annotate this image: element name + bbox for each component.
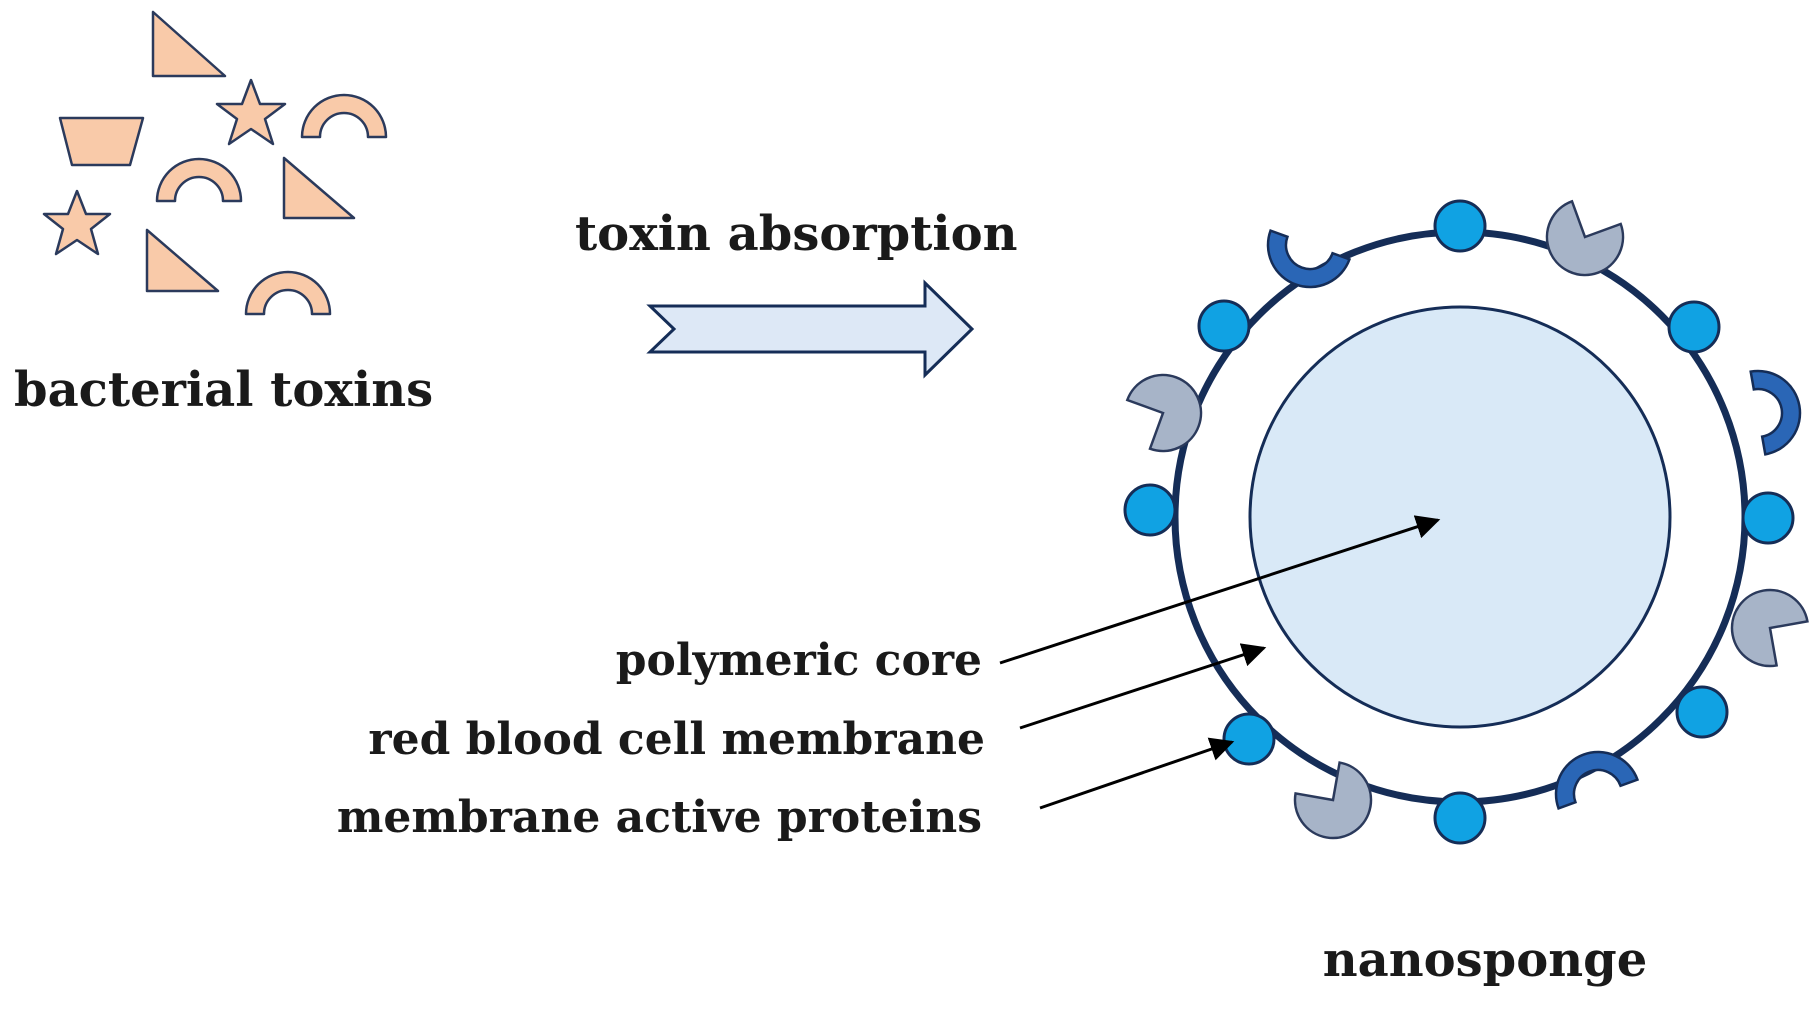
protein-pacman-icon [1125,373,1203,453]
protein-cup-icon [1266,229,1352,289]
polymeric-core-pointer [999,515,1441,665]
protein-circle-icon [1433,791,1487,845]
toxin-absorption-arrow-icon [646,279,975,379]
polymeric-core-label: polymeric core [616,635,982,686]
protein-circle-icon [1222,712,1276,766]
polymeric-core [1248,305,1672,729]
toxin-triangle-icon [145,228,220,293]
red-blood-cell-membrane-pointer [1019,643,1267,730]
red-blood-cell-membrane-label: red blood cell membrane [368,714,985,765]
protein-cup-icon [1554,750,1640,810]
protein-pacman-icon [1545,199,1625,277]
toxin-triangle-icon [282,156,356,220]
protein-circle-icon [1741,491,1795,545]
protein-circle-icon [1197,299,1251,353]
nanosponge-particle [1171,228,1749,806]
toxin-arc-icon [300,93,388,139]
toxin-absorption-label: toxin absorption [575,206,1018,262]
toxin-triangle-icon [151,10,227,78]
protein-pacman-icon [1730,588,1809,668]
membrane-active-proteins-pointer [1039,737,1235,810]
bacterial-toxins-label: bacterial toxins [14,362,433,418]
protein-pacman-icon [1293,761,1373,840]
membrane-proteins-dark-blue [1266,229,1802,810]
protein-circle-icon [1123,483,1177,537]
toxin-star-icon [42,189,112,256]
protein-circle-icon [1433,199,1487,253]
toxin-star-icon [215,78,287,146]
toxin-trapezoid-icon [58,116,145,167]
protein-cup-icon [1749,369,1802,456]
toxin-arc-icon [244,270,332,316]
bacterial-toxins-group [42,10,388,316]
membrane-active-proteins-label: membrane active proteins [337,792,982,843]
nanosponge-label: nanosponge [1323,932,1648,988]
toxin-arc-icon [155,157,243,203]
protein-circle-icon [1667,300,1721,354]
protein-circle-icon [1675,685,1729,739]
membrane-proteins-gray [1125,199,1809,840]
